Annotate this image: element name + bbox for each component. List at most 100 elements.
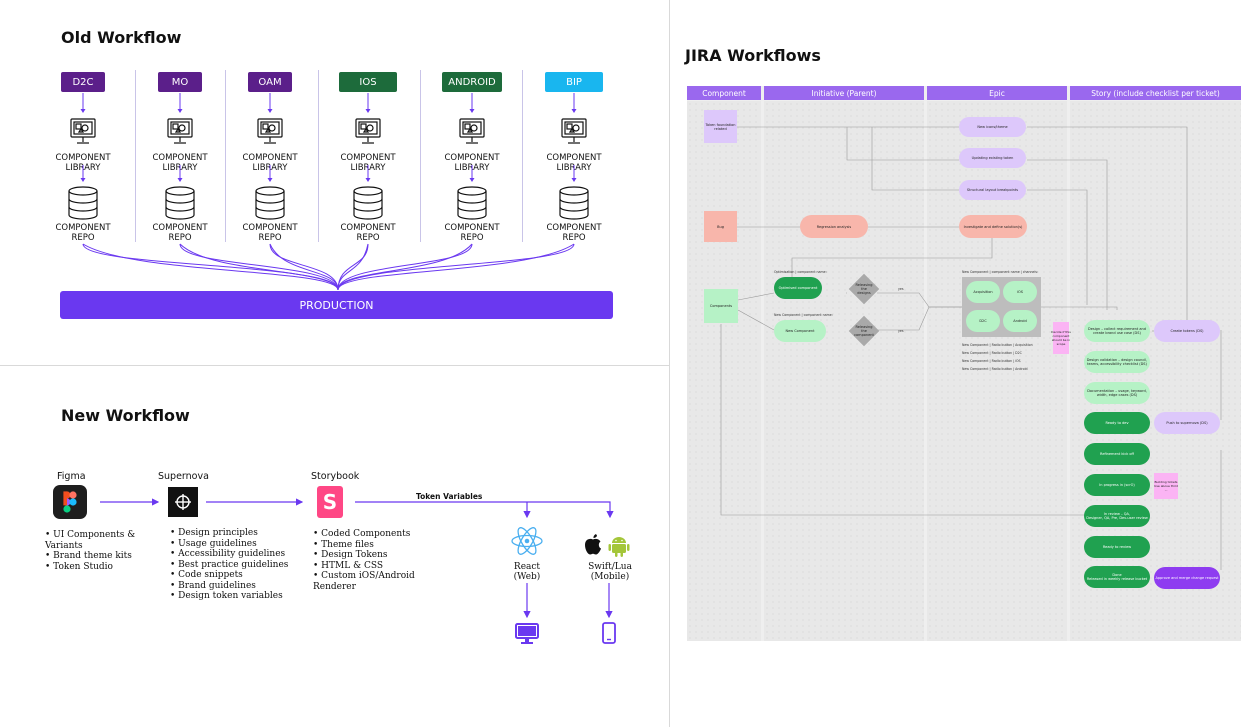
epic-list-item: New Component | Radio button | Acquisiti… — [962, 343, 1033, 347]
platform-badge-oam: OAM — [248, 72, 292, 92]
storybook-list: Coded Components Theme files Design Toke… — [313, 529, 415, 592]
supernova-item: Usage guidelines — [170, 539, 288, 550]
figma-item: Token Studio — [45, 562, 135, 573]
vertical-divider — [669, 0, 670, 727]
column-header-epic: Epic — [927, 86, 1067, 100]
supernova-item: Best practice guidelines — [170, 560, 288, 571]
token-foundation-node: Token foundation related — [704, 110, 737, 143]
old-workflow-connectors — [80, 93, 577, 291]
monitor-icon — [354, 117, 382, 152]
ios-node: iOS — [1003, 281, 1037, 303]
component-repo-label: COMPONENT REPO — [444, 223, 500, 243]
storybook-item: Design Tokens — [313, 550, 415, 561]
updating-token-node: Updating existing token — [959, 148, 1026, 168]
platform-badge-android: ANDROID — [442, 72, 502, 92]
create-tokens-node: Create tokens (DS) — [1154, 320, 1220, 342]
building-tickets-note: Building tickets Use above third ... — [1154, 473, 1178, 499]
desktop-icon — [515, 623, 539, 645]
yes-label: yes — [898, 329, 904, 333]
decide-scope-note: Decide if this component should be in sc… — [1051, 322, 1071, 354]
supernova-item: Accessibility guidelines — [170, 549, 288, 560]
database-icon — [456, 186, 488, 225]
investigate-node: Investigate and define solution(s) — [959, 215, 1027, 238]
acquisition-node: Acquisition — [966, 281, 1000, 303]
column-separator — [225, 70, 226, 242]
supernova-item: Design principles — [170, 528, 288, 539]
column-header-story: Story (include checklist per ticket) — [1070, 86, 1241, 100]
database-icon — [164, 186, 196, 225]
storybook-item: HTML & CSS — [313, 561, 415, 572]
jira-title: JIRA Workflows — [685, 46, 821, 65]
new-workflow-title: New Workflow — [61, 406, 190, 425]
token-variables-label: Token Variables — [416, 492, 483, 501]
story-done-node: Done Released in weekly release bucket — [1084, 566, 1150, 588]
supernova-label: Supernova — [158, 471, 209, 482]
database-icon — [254, 186, 286, 225]
new-workflow-connectors — [100, 498, 614, 619]
supernova-list: Design principles Usage guidelines Acces… — [170, 528, 288, 602]
epic-list-item: New Component | Radio button | D2C — [962, 351, 1022, 355]
swift-label: Swift/Lua (Mobile) — [588, 562, 632, 582]
react-label: React (Web) — [513, 562, 541, 582]
column-separator — [135, 70, 136, 242]
d2c-node: D2C — [966, 310, 1000, 332]
story-in-progress-node: In progress in (scrO) — [1084, 474, 1150, 496]
optimisation-label: Optimisation | component name: — [774, 270, 827, 274]
storybook-item: Custom iOS/Android Renderer — [313, 571, 415, 592]
new-component-node: New Component — [774, 320, 826, 342]
storybook-label: Storybook — [311, 471, 360, 482]
component-repo-label: COMPONENT REPO — [55, 223, 111, 243]
story-ready-review-node: Ready to review — [1084, 536, 1150, 558]
react-icon — [510, 524, 544, 558]
figma-label: Figma — [57, 471, 86, 482]
component-repo-label: COMPONENT REPO — [340, 223, 396, 243]
figma-icon — [53, 485, 87, 519]
supernova-icon — [168, 487, 198, 517]
horizontal-divider — [0, 365, 669, 366]
push-supernova-node: Push to supernova (DS) — [1154, 412, 1220, 434]
platform-badge-ios: IOS — [339, 72, 397, 92]
column-component — [687, 101, 761, 641]
releasing-component-label: Releasing the component — [854, 325, 874, 337]
supernova-item: Brand guidelines — [170, 581, 288, 592]
story-documentation-node: Documentation – usage, keyword, width, e… — [1084, 382, 1150, 404]
storybook-icon: S — [317, 486, 343, 518]
story-ready-dev-node: Ready to dev — [1084, 412, 1150, 434]
approve-merge-node: Approve and merge change request — [1154, 567, 1220, 589]
epic-title: New Component | component name | channel… — [962, 270, 1039, 274]
jira-connectors — [720, 126, 1222, 570]
old-workflow-title: Old Workflow — [61, 28, 182, 47]
platform-badge-bip: BIP — [545, 72, 603, 92]
regression-node: Regression analysis — [800, 215, 868, 238]
figma-item: UI Components & Variants — [45, 530, 135, 551]
components-node: Components — [704, 289, 738, 323]
column-header-component: Component — [687, 86, 761, 100]
android-icon — [607, 534, 631, 558]
story-in-review-node: In review – QA, Designer, QA, Pre, Dev-u… — [1084, 505, 1150, 527]
column-header-initiative: Initiative (Parent) — [764, 86, 924, 100]
component-repo-label: COMPONENT REPO — [546, 223, 602, 243]
platform-badge-mo: MO — [158, 72, 202, 92]
monitor-icon — [458, 117, 486, 152]
database-icon — [67, 186, 99, 225]
epic-list-item: New Component | Radio button | iOS — [962, 359, 1021, 363]
bug-node: Bug — [704, 211, 737, 242]
apple-icon — [582, 532, 604, 556]
monitor-icon — [256, 117, 284, 152]
column-separator — [318, 70, 319, 242]
supernova-item: Design token variables — [170, 591, 288, 602]
component-repo-label: COMPONENT REPO — [152, 223, 208, 243]
database-icon — [352, 186, 384, 225]
production-bar: PRODUCTION — [60, 291, 613, 319]
new-icons-node: New icons/theme — [959, 117, 1026, 137]
story-refinement-node: Refinement kick off — [1084, 443, 1150, 465]
releasing-designs-label: Releasing the designs — [855, 283, 873, 295]
storybook-item: Theme files — [313, 540, 415, 551]
column-initiative — [764, 101, 924, 641]
structural-node: Structural layout breakpoints — [959, 180, 1026, 200]
storybook-item: Coded Components — [313, 529, 415, 540]
monitor-icon — [69, 117, 97, 152]
figma-item: Brand theme kits — [45, 551, 135, 562]
database-icon — [558, 186, 590, 225]
story-validation-node: Design validation – design council, team… — [1084, 351, 1150, 373]
